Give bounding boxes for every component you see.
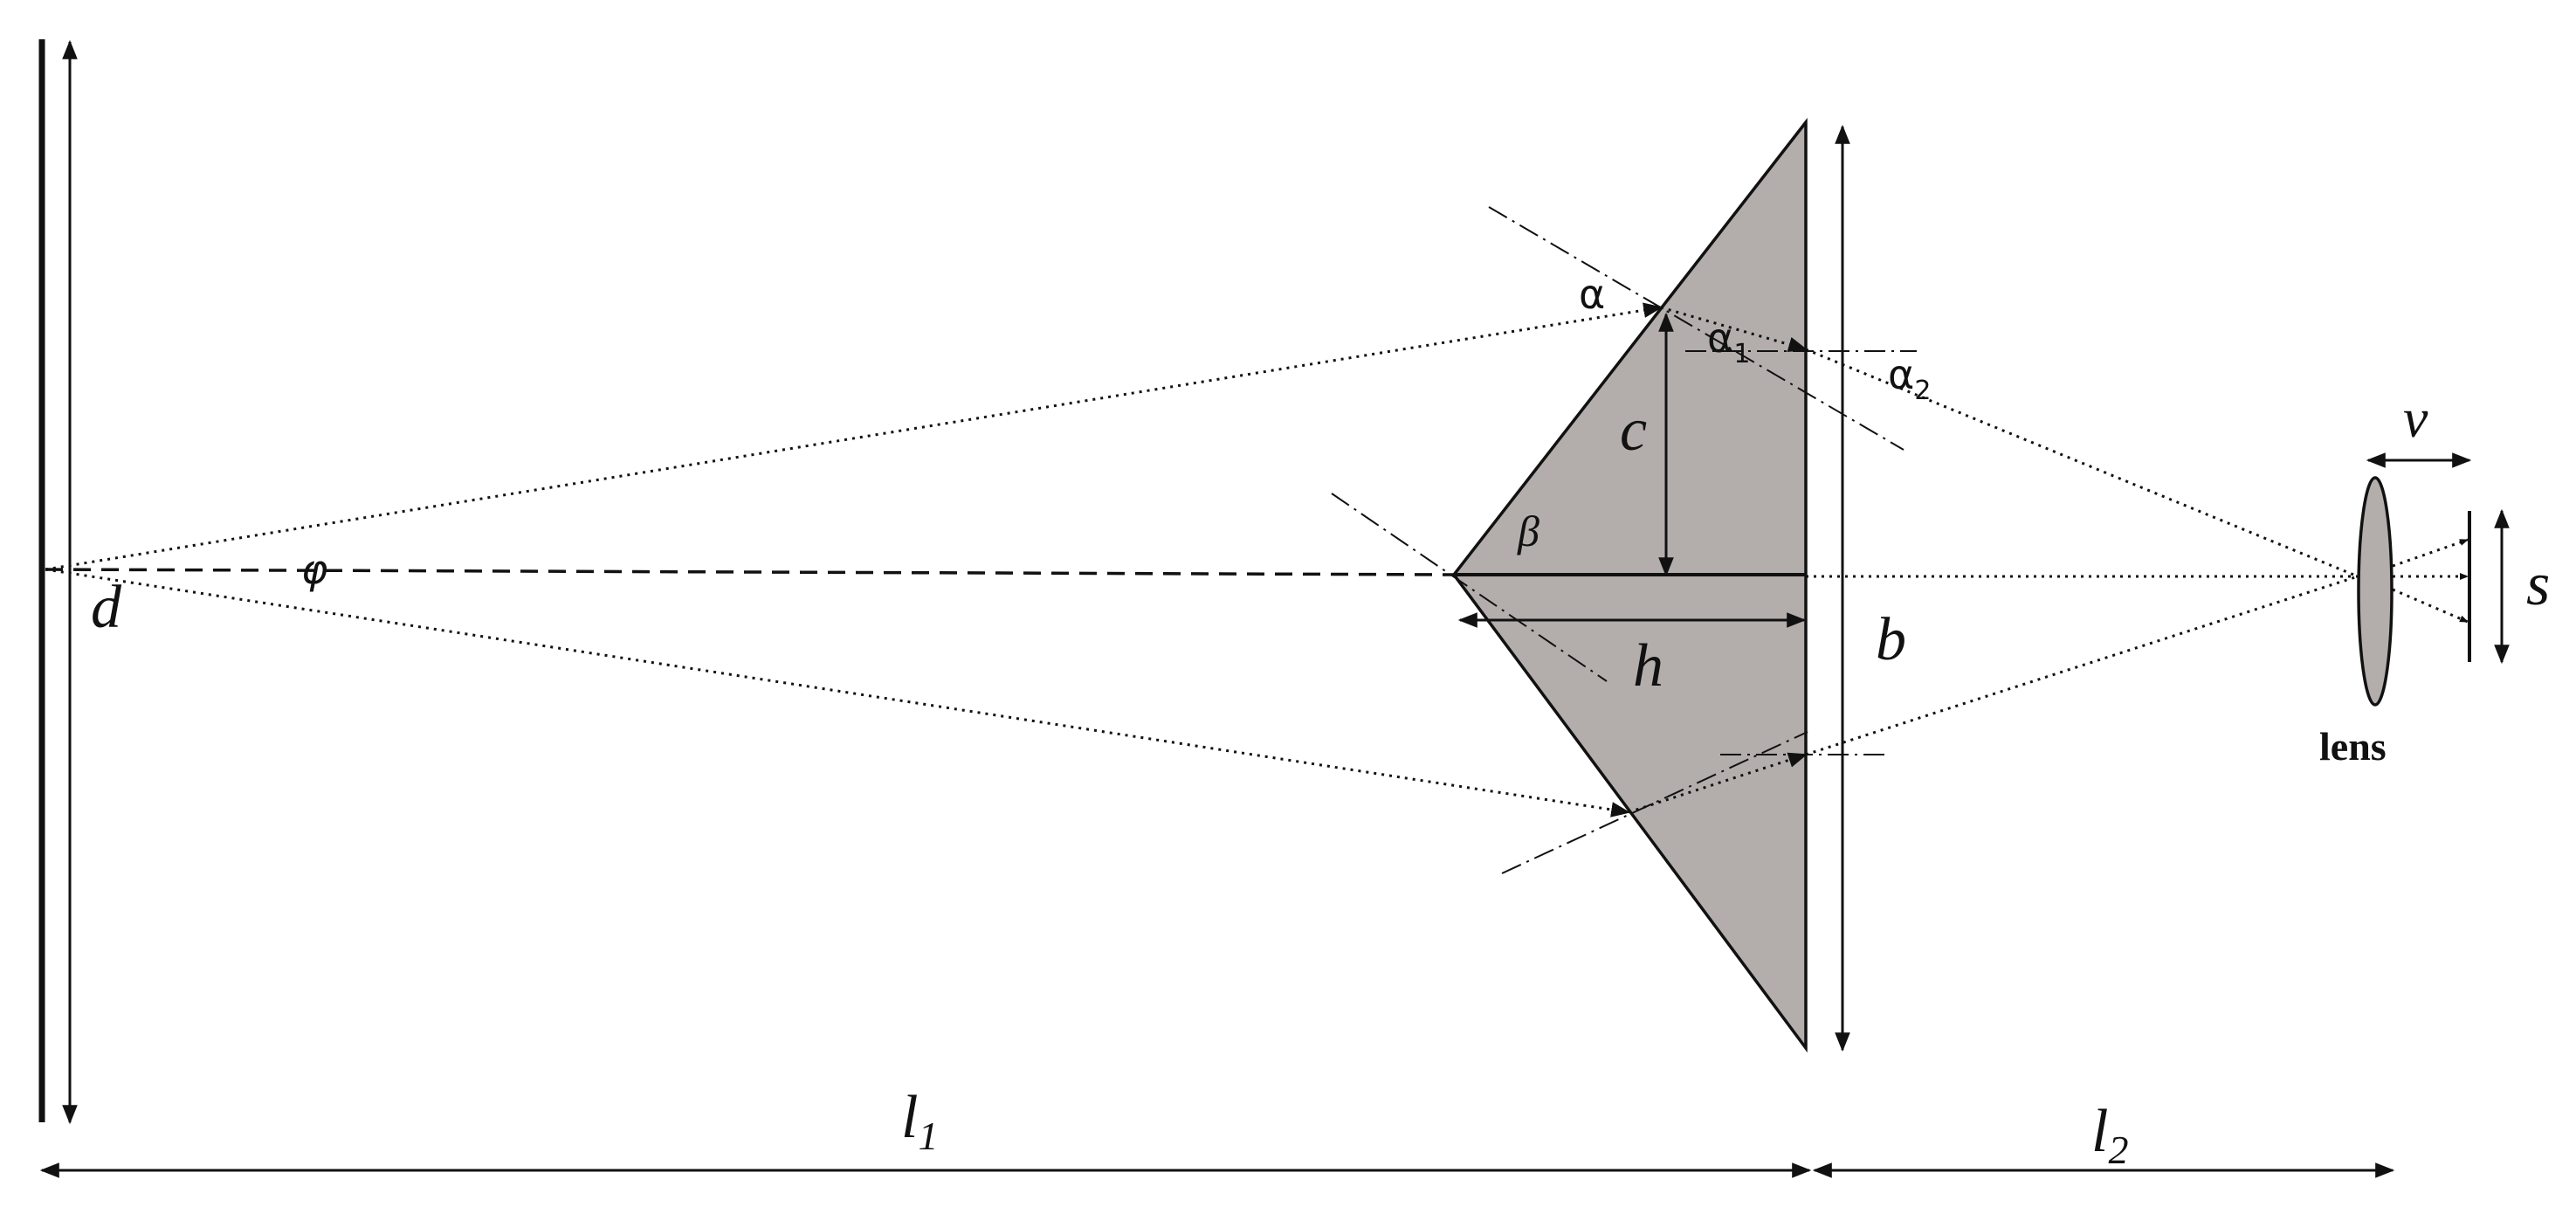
ray-lower-exit (1805, 575, 2359, 756)
label-beta: β (1517, 507, 1539, 555)
label-c: c (1620, 397, 1647, 464)
lens (2357, 476, 2393, 707)
label-alpha1-sub: 1 (1733, 339, 1750, 369)
normal-lower-face (1501, 731, 1808, 874)
label-v: v (2403, 387, 2428, 449)
normal-apex (1331, 493, 1608, 682)
label-s: s (2526, 551, 2550, 618)
label-alpha2: α2 (1888, 351, 1931, 406)
label-d: d (91, 574, 122, 641)
label-l2-sub: 2 (2108, 1128, 2128, 1172)
label-l2: l2 (2091, 1098, 2128, 1172)
prism (1451, 117, 1808, 1053)
label-alpha2-sub: 2 (1914, 376, 1931, 406)
normal-upper-face (1488, 206, 1904, 451)
ray-after-lens-upper (2392, 538, 2469, 568)
optical-axis (45, 568, 1455, 576)
label-l1: l1 (901, 1084, 938, 1158)
label-b: b (1876, 606, 1906, 673)
ray-lower-incident (45, 568, 1631, 817)
ray-upper-inside (1660, 306, 1808, 352)
label-alpha1: α1 (1707, 314, 1750, 369)
label-alpha: α (1579, 271, 1605, 318)
ray-upper-incident (45, 302, 1663, 571)
label-lens: lens (2319, 724, 2387, 769)
label-h: h (1633, 632, 1663, 700)
label-phi: φ (301, 546, 327, 593)
ray-upper-exit (1805, 348, 2359, 578)
ray-after-lens-lower (2392, 588, 2469, 624)
label-l1-sub: 1 (918, 1114, 938, 1158)
